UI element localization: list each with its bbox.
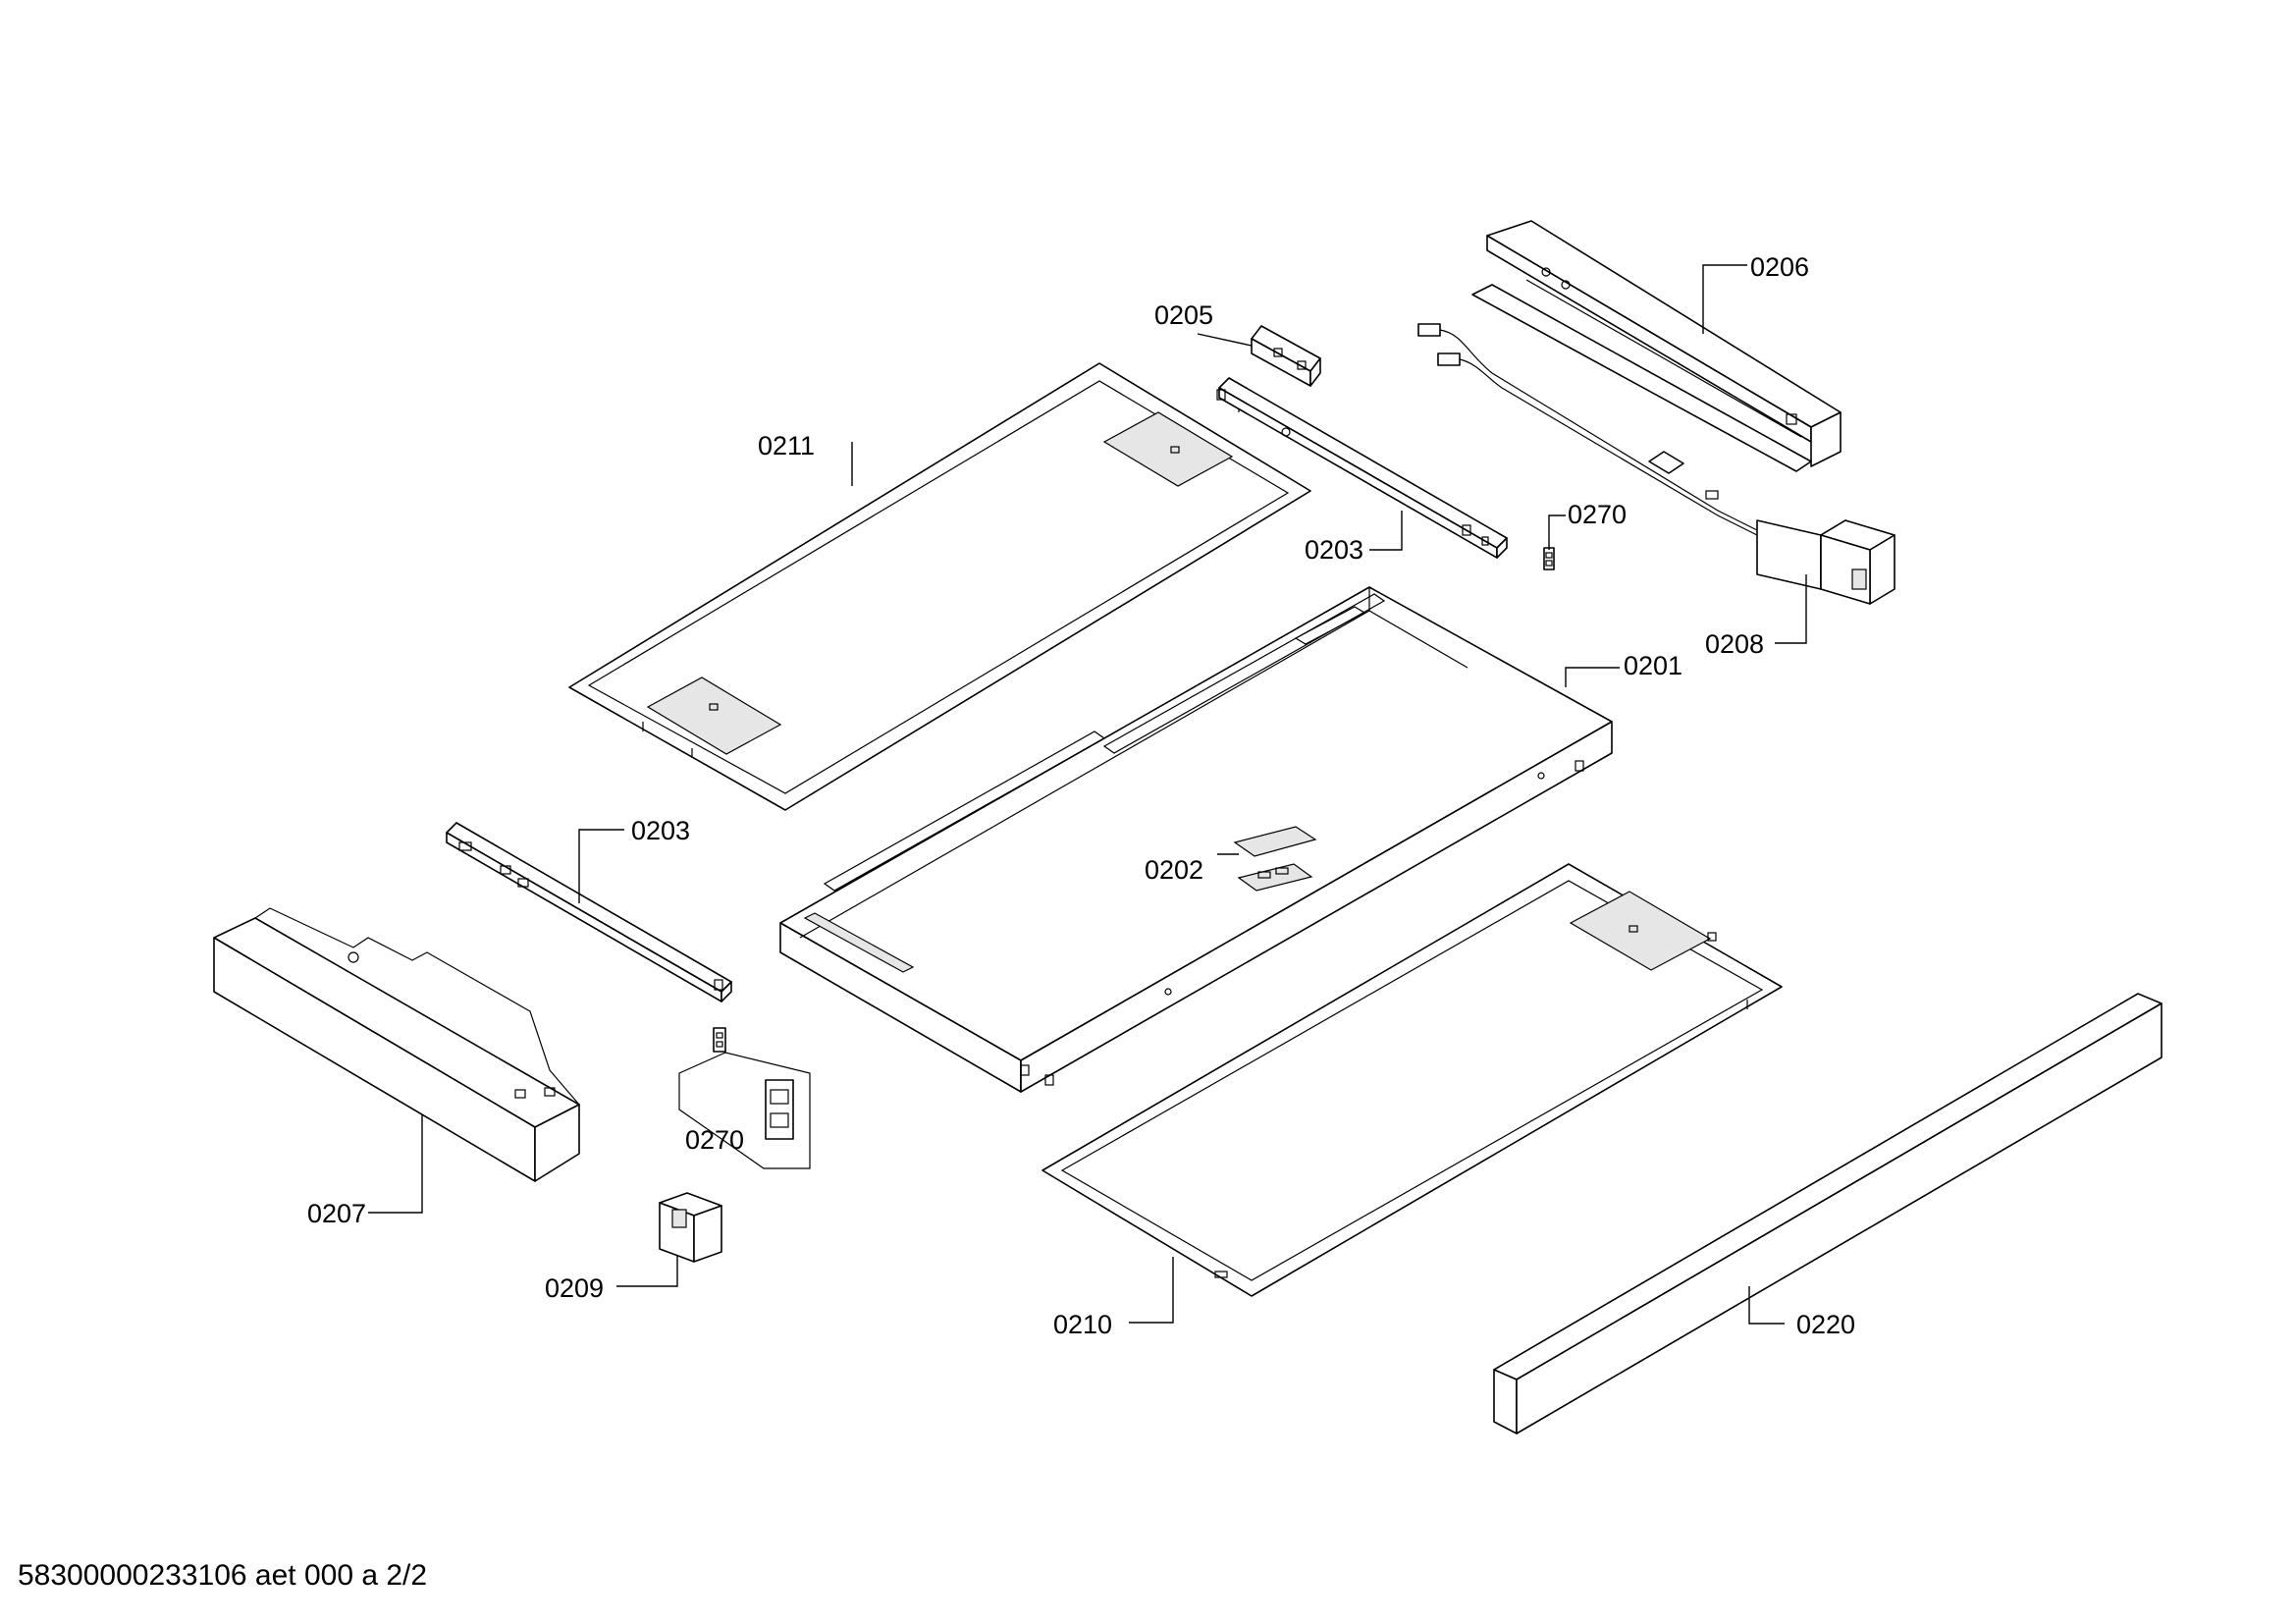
label-0202: 0202 [1145, 855, 1203, 885]
leader-0210 [1129, 1257, 1174, 1324]
leader-0203-top [1369, 511, 1403, 551]
part-0203-upper-rail [1216, 377, 1508, 559]
leader-0270-top [1548, 514, 1566, 550]
part-0202-label-plate [1233, 826, 1317, 892]
part-labels: 0211 0205 0206 0203 0270 0208 0201 0203 … [307, 252, 1855, 1339]
leader-0207 [368, 1114, 423, 1214]
leader-0206 [1702, 264, 1747, 334]
leader-0220 [1748, 1286, 1785, 1325]
label-0206: 0206 [1750, 252, 1809, 282]
part-0205-bracket [1251, 325, 1321, 387]
label-0203-top: 0203 [1305, 535, 1363, 565]
leader-0208 [1775, 574, 1807, 644]
label-0208: 0208 [1705, 629, 1764, 659]
part-0206-control-housing [1471, 220, 1842, 472]
part-0210-lower-frame [1041, 863, 1783, 1297]
leader-0205 [1197, 333, 1253, 347]
label-0209: 0209 [545, 1273, 604, 1303]
label-0220: 0220 [1796, 1310, 1855, 1339]
label-0203-left: 0203 [631, 816, 690, 845]
leader-0209 [616, 1255, 678, 1287]
label-0207: 0207 [307, 1199, 366, 1228]
part-0211-upper-frame [568, 362, 1311, 811]
label-0205: 0205 [1154, 300, 1213, 330]
part-0270-clip-top [1543, 547, 1555, 570]
part-0220-trim-strip [1493, 993, 2163, 1435]
document-code: 58300000233106 aet 000 a 2/2 [18, 1559, 428, 1592]
part-0270-clip-detail [678, 1027, 811, 1169]
leader-0201 [1565, 667, 1620, 687]
label-0211: 0211 [758, 431, 815, 460]
label-0201: 0201 [1624, 651, 1682, 680]
label-0210: 0210 [1053, 1310, 1112, 1339]
part-0207-left-housing [213, 907, 580, 1182]
label-0270-bottom: 0270 [685, 1125, 744, 1155]
leader-lines [368, 264, 1807, 1325]
part-0203-left-rail [446, 822, 732, 1002]
label-0270-top: 0270 [1568, 500, 1627, 529]
part-0201-base-tray [779, 586, 1613, 1093]
leader-0203-left [578, 829, 624, 903]
part-0209-switch-block [659, 1192, 722, 1263]
part-0208-wiring-harness [1417, 323, 1896, 605]
